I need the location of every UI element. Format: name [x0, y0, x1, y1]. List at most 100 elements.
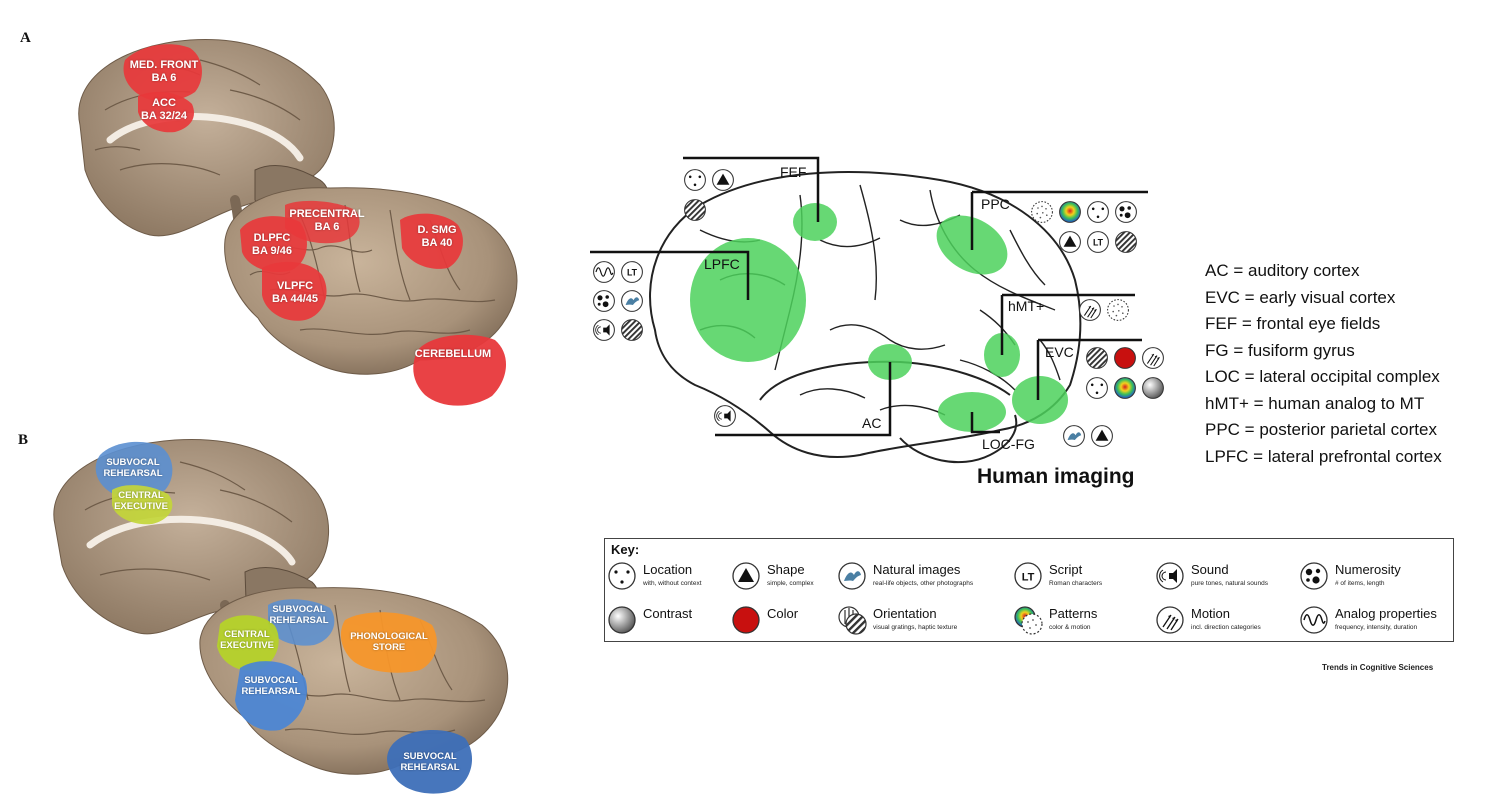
panel-a-red-regions — [123, 44, 507, 406]
key-label: Contrast — [643, 606, 693, 621]
color-icon — [1114, 347, 1136, 369]
icons-evc — [1085, 346, 1175, 406]
abbreviation-item: LOC = lateral occipital complex — [1205, 367, 1440, 386]
icons-lpfc: LT — [592, 260, 652, 350]
orientation-icon — [1115, 231, 1137, 253]
tag-loc-fg: LOC-FG — [982, 436, 1035, 452]
orientation-icon — [684, 199, 706, 221]
location-icon — [608, 562, 636, 590]
script-icon: LT — [1014, 562, 1042, 590]
location-icon — [684, 169, 706, 191]
human-imaging-diagram — [590, 156, 1148, 464]
sound-icon — [1156, 562, 1184, 590]
contrast-icon — [608, 606, 636, 634]
tag-evc: EVC — [1045, 344, 1074, 360]
label-cerebellum: CEREBELLUM — [414, 348, 492, 360]
tag-lpfc: LPFC — [704, 256, 740, 272]
panel-a-letter: A — [20, 30, 31, 46]
region-fef — [793, 203, 837, 241]
orientation-icon — [838, 606, 867, 635]
key-sublabel: color & motion — [1049, 624, 1091, 631]
key-label: Location — [643, 562, 693, 577]
region-cerebellum — [413, 334, 507, 406]
region-d-smg — [400, 213, 463, 269]
numerosity-icon — [1115, 201, 1137, 223]
patterns-icon — [1014, 606, 1043, 635]
region-acc — [138, 91, 195, 133]
location-icon — [1087, 201, 1109, 223]
key-sublabel: # of items, length — [1335, 580, 1385, 587]
key-label: Script — [1049, 562, 1083, 577]
natural-image-icon — [1063, 425, 1085, 447]
svg-text:LT: LT — [1022, 572, 1035, 584]
shape-icon — [1059, 231, 1081, 253]
region-med-front — [123, 44, 202, 102]
color-icon — [732, 606, 760, 634]
key-sublabel: real-life objects, other photographs — [873, 580, 974, 587]
abbreviation-item: hMT+ = human analog to MT — [1205, 393, 1425, 413]
abbreviation-item: AC = auditory cortex — [1205, 261, 1360, 280]
contrast-icon — [1142, 377, 1164, 399]
key-label: Sound — [1191, 562, 1229, 577]
abbreviation-item: LPFC = lateral prefrontal cortex — [1205, 446, 1442, 466]
motion-icon — [1079, 299, 1101, 321]
abbreviation-item: FEF = frontal eye fields — [1205, 314, 1381, 333]
key-sublabel: simple, complex — [767, 580, 814, 587]
panel-b-letter: B — [18, 432, 29, 448]
motion-icon — [1156, 606, 1184, 634]
key-sublabel: frequency, intensity, duration — [1335, 624, 1418, 631]
key-title: Key: — [611, 542, 640, 557]
shape-icon — [712, 169, 734, 191]
key-label: Shape — [767, 562, 805, 577]
key-label: Color — [767, 606, 799, 621]
tag-hmt: hMT+ — [1008, 298, 1045, 314]
location-icon — [1086, 377, 1108, 399]
motion-icon — [1142, 347, 1164, 369]
key-label: Motion — [1191, 606, 1231, 621]
icons-fef — [683, 168, 743, 228]
key-sublabel: Roman characters — [1049, 580, 1103, 587]
sound-icon — [714, 405, 736, 427]
abbreviation-item: PPC = posterior parietal cortex — [1205, 420, 1437, 439]
panel-a-brain-illustration — [78, 38, 518, 406]
key-label: Patterns — [1049, 606, 1098, 621]
abbreviation-list: AC = auditory cortex EVC = early visual … — [1205, 258, 1442, 470]
script-icon: LT — [1087, 231, 1109, 253]
tag-ac: AC — [862, 415, 882, 431]
icons-ac — [713, 404, 743, 434]
shape-icon — [732, 562, 760, 590]
orientation-icon — [621, 319, 643, 341]
icons-hmt — [1078, 298, 1138, 328]
analog-icon — [593, 261, 615, 283]
region-evc — [1012, 376, 1068, 424]
natural-image-icon — [838, 562, 866, 590]
svg-text:LT: LT — [1093, 238, 1104, 248]
key-sublabel: pure tones, natural sounds — [1191, 580, 1268, 587]
icons-loc-fg — [1062, 424, 1122, 454]
journal-credit: Trends in Cognitive Sciences — [1322, 663, 1434, 672]
key-sublabel: visual gratings, haptic texture — [873, 624, 958, 631]
sound-icon — [593, 319, 615, 341]
callout-lines — [590, 156, 1148, 437]
abbreviation-item: EVC = early visual cortex — [1205, 287, 1396, 307]
cerebellum-outline — [899, 414, 1018, 464]
key-sublabel: incl. direction categories — [1191, 624, 1261, 631]
key-label: Orientation — [873, 606, 937, 621]
patterns-color-icon — [1059, 201, 1081, 223]
numerosity-icon — [1300, 562, 1328, 590]
key-sublabel: with, without context — [643, 580, 702, 587]
numerosity-icon — [593, 290, 615, 312]
key-label: Analog properties — [1335, 606, 1437, 621]
